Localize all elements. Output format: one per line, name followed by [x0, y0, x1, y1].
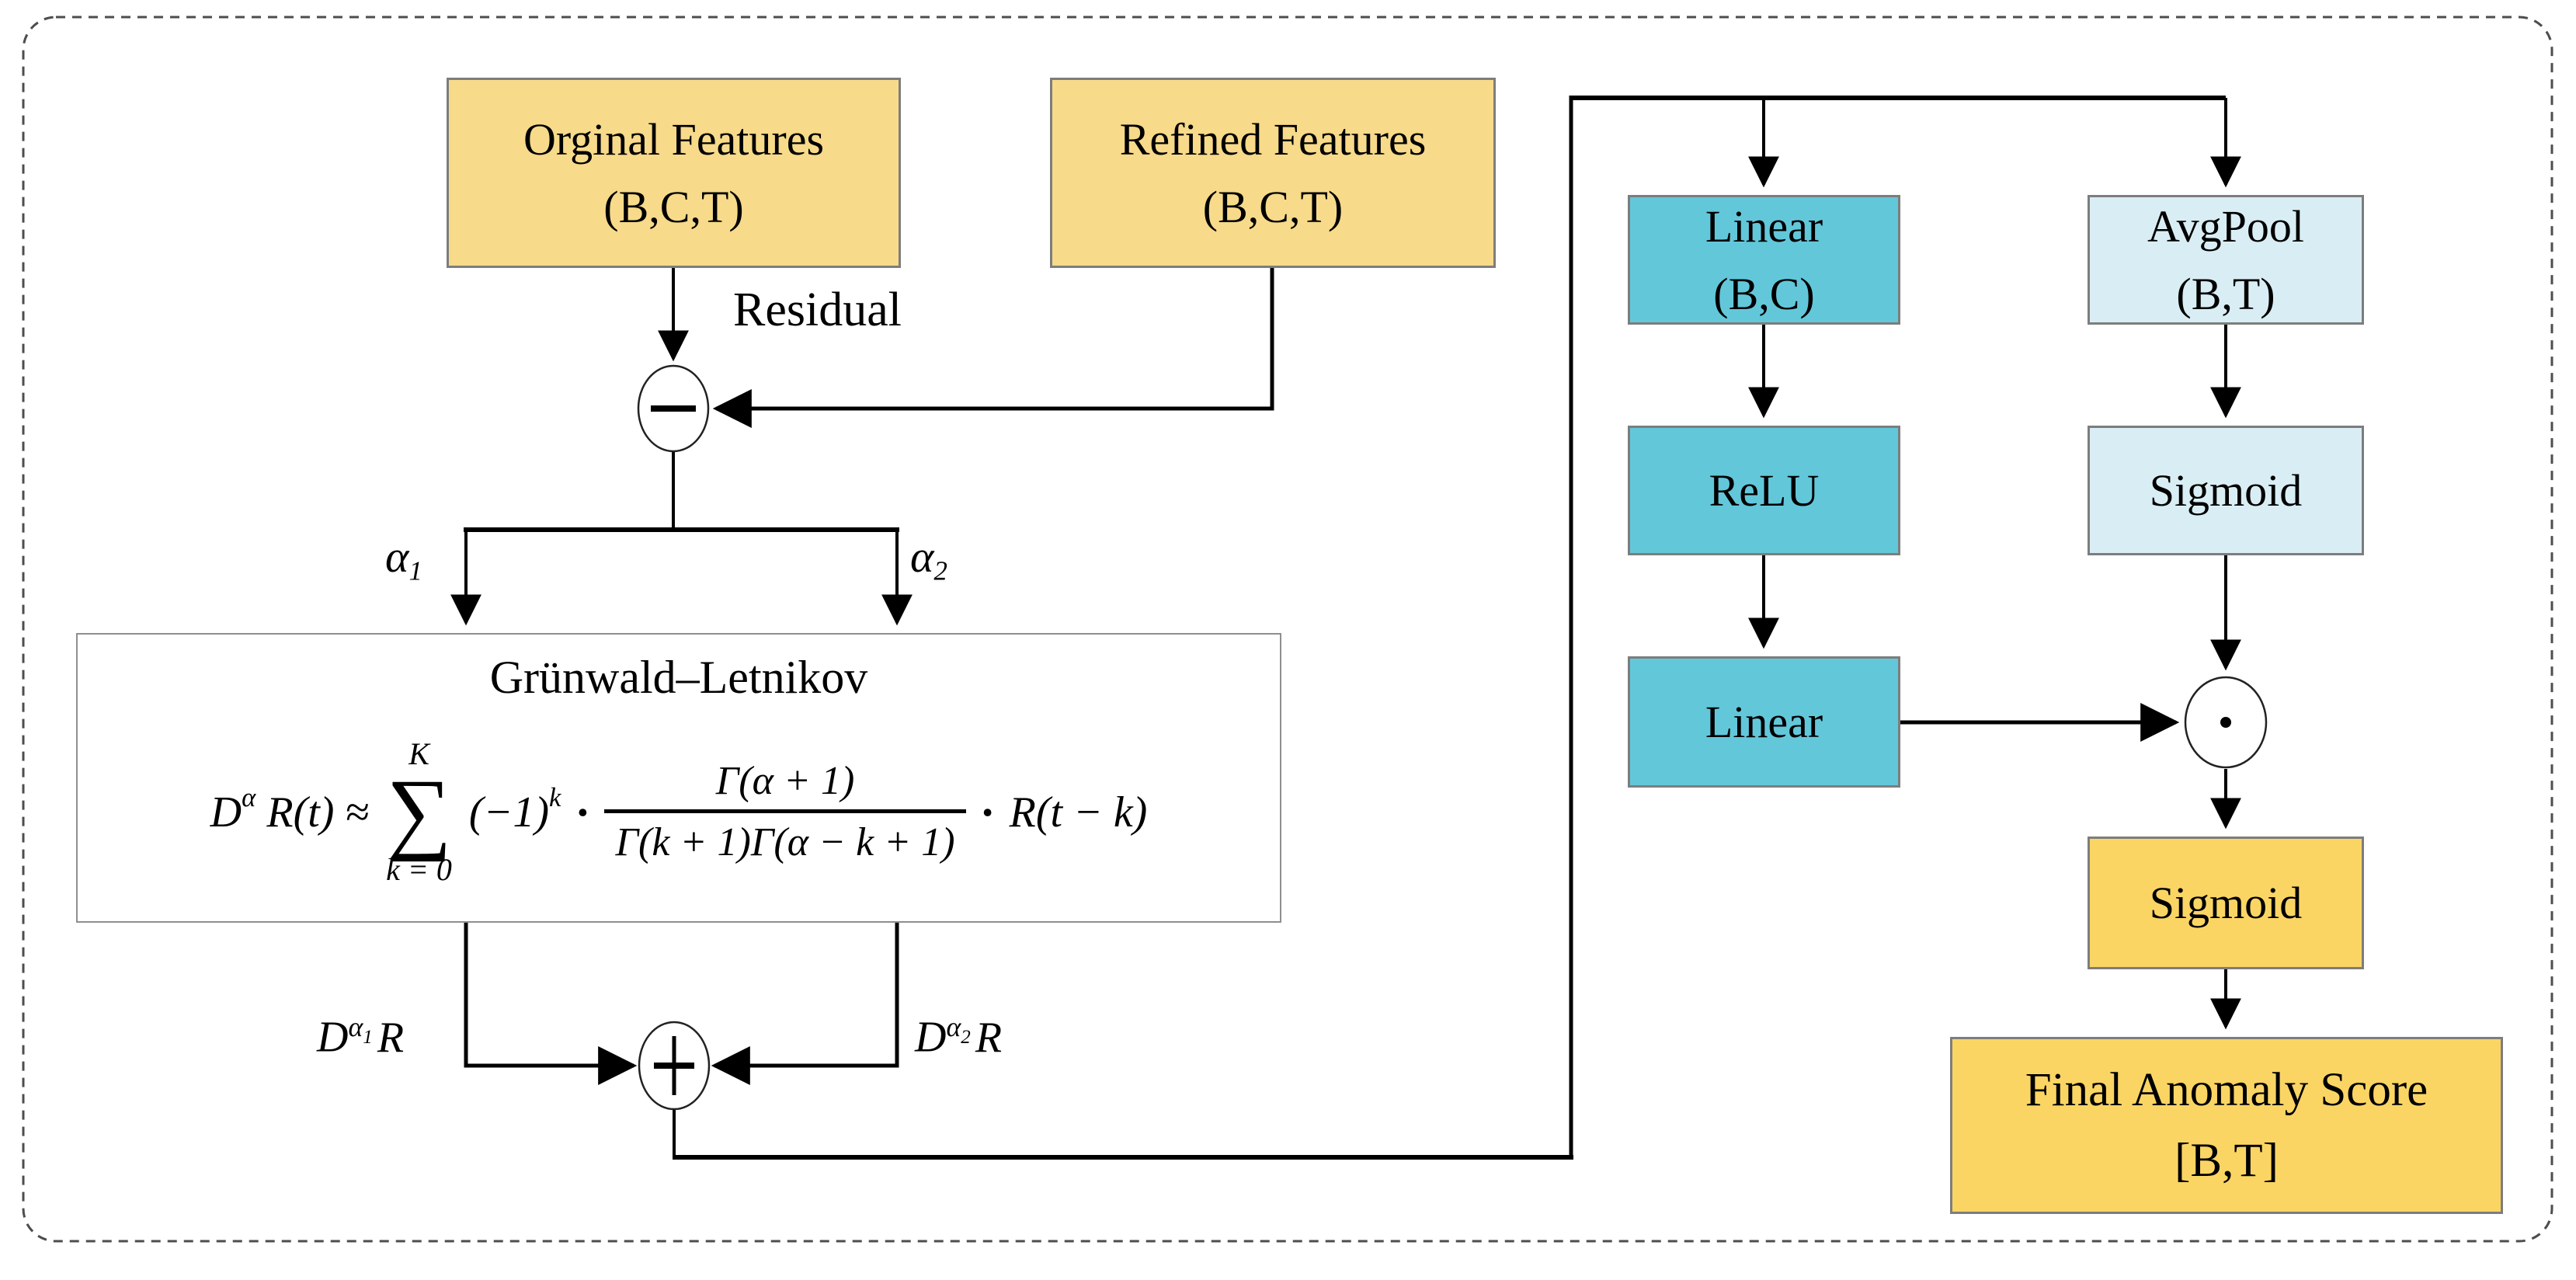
arrow-dalpha1-to-plus	[464, 923, 638, 1085]
refined-features-box: Refined Features (B,C,T)	[1050, 78, 1496, 268]
linear-out-label: Linear	[1705, 697, 1823, 747]
avgpool-box: AvgPool (B,T)	[2088, 195, 2364, 325]
fraction-numerator: Γ(α + 1)	[715, 759, 855, 803]
sigmoid-final-label: Sigmoid	[2149, 878, 2303, 928]
minus-operator-icon	[637, 364, 710, 453]
refined-features-shape: (B,C,T)	[1202, 181, 1344, 232]
original-features-shape: (B,C,T)	[603, 181, 744, 232]
gl-formula: Dα R(t) ≈ K ∑ k = 0 (−1)k · Γ(α + 1) Γ(k…	[78, 703, 1280, 921]
formula-sum: K ∑ k = 0	[386, 736, 452, 887]
linear-bc-shape: (B,C)	[1713, 268, 1815, 319]
alpha1-label: α1	[385, 531, 422, 586]
formula-cdot-1: ·	[575, 786, 591, 838]
formula-cdot-2: ·	[979, 786, 996, 838]
formula-rhs: R(t − k)	[1009, 788, 1148, 837]
original-features-box: Orginal Features (B,C,T)	[447, 78, 901, 268]
residual-label: Residual	[733, 283, 902, 336]
final-score-line1: Final Anomaly Score	[2025, 1063, 2428, 1116]
arrow-dalpha2-to-plus	[711, 923, 899, 1085]
alpha2-label: α2	[910, 531, 947, 586]
fraction-denominator: Γ(k + 1)Γ(α − k + 1)	[604, 809, 966, 863]
sigma-symbol: ∑	[386, 760, 452, 863]
final-score-shape: [B,T]	[2174, 1135, 2279, 1187]
formula-sign-term: (−1)k	[468, 781, 561, 837]
avgpool-label: AvgPool	[2147, 200, 2304, 252]
linear-out-box: Linear	[1628, 656, 1900, 788]
plus-operator-icon	[638, 1021, 711, 1111]
sigmoid-temporal-label: Sigmoid	[2149, 465, 2303, 516]
linear-bc-box: Linear (B,C)	[1628, 195, 1900, 325]
avgpool-shape: (B,T)	[2176, 268, 2275, 319]
dot-product-operator-icon	[2184, 676, 2268, 769]
formula-lhs: Dα R(t) ≈	[210, 781, 370, 837]
refined-features-line1: Refined Features	[1119, 113, 1427, 165]
dashed-frame	[22, 16, 2553, 1243]
gruenwald-letnikov-box: Grünwald–Letnikov Dα R(t) ≈ K ∑ k = 0 (−…	[76, 633, 1281, 923]
final-anomaly-score-box: Final Anomaly Score [B,T]	[1950, 1037, 2503, 1214]
relu-label: ReLU	[1709, 465, 1820, 516]
original-features-line1: Orginal Features	[523, 113, 825, 165]
sigmoid-final-box: Sigmoid	[2088, 837, 2364, 969]
relu-box: ReLU	[1628, 426, 1900, 555]
linear-bc-label: Linear	[1705, 200, 1823, 252]
arrow-refined-to-minus	[712, 268, 1274, 428]
gruenwald-letnikov-title: Grünwald–Letnikov	[489, 652, 868, 703]
sigmoid-temporal-box: Sigmoid	[2088, 426, 2364, 555]
formula-fraction: Γ(α + 1) Γ(k + 1)Γ(α − k + 1)	[604, 759, 966, 863]
